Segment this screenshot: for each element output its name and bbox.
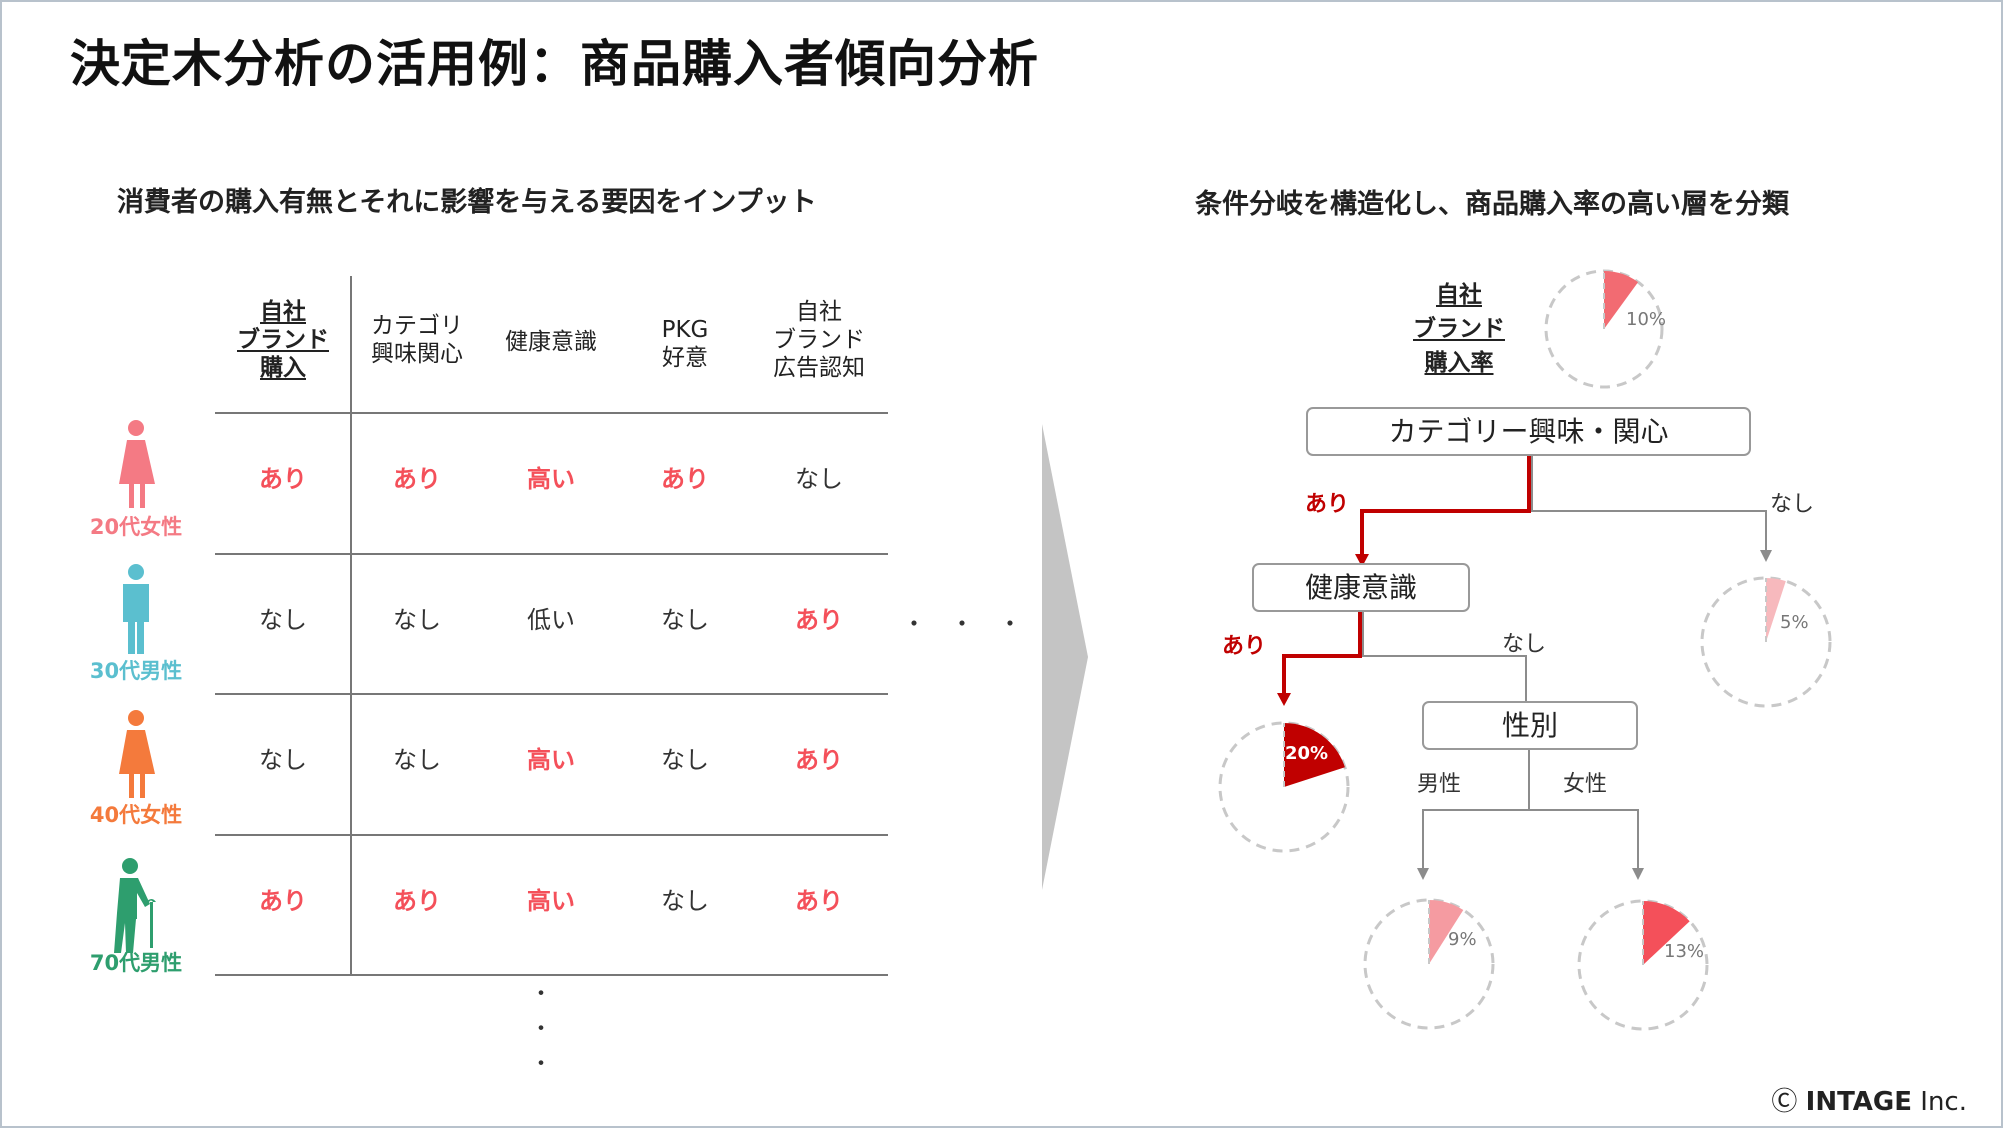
tree-red-arrowheads — [1277, 554, 1369, 706]
pie-category-no-outline — [1700, 576, 1832, 708]
tree-red-edges — [1282, 456, 1531, 695]
elderly-man-with-cane-icon — [114, 858, 156, 953]
column-header-brand-purchase: 自社 ブランド 購入 — [237, 299, 329, 381]
edge-label-category-no: なし — [1770, 492, 1815, 517]
table-rule — [215, 412, 888, 414]
table-cell: なし — [661, 606, 709, 634]
table-cell: あり — [661, 465, 709, 493]
edge-label-female: 女性 — [1563, 772, 1608, 797]
left-heading: 消費者の購入有無とそれに影響を与える要因をインプット — [117, 187, 817, 218]
more-rows-ellipsis: ・ ・ ・ — [530, 982, 553, 1077]
pie-health-yes-slice — [1284, 723, 1345, 787]
edge-label-male: 男性 — [1417, 772, 1462, 797]
row-label-30s-male: 30代男性 — [89, 659, 183, 683]
pie-label-female: 13% — [1664, 941, 1705, 962]
right-heading: 条件分岐を構造化し、商品購入率の高い層を分類 — [1195, 189, 1789, 220]
pie-female-slice — [1643, 901, 1690, 965]
tree-node-category-interest: カテゴリー興味・関心 — [1306, 407, 1751, 456]
pie-label-male: 9% — [1448, 929, 1477, 950]
pie-charts — [1218, 269, 1832, 1031]
table-cell: なし — [393, 606, 441, 634]
pie-female-outline — [1577, 899, 1709, 1031]
woman-icon — [119, 420, 155, 508]
table-cell: あり — [795, 746, 843, 774]
edge-label-category-yes: あり — [1305, 492, 1350, 517]
row-label-20s-female: 20代女性 — [89, 515, 183, 539]
column-header-category-interest: カテゴリ 興味関心 — [371, 313, 463, 367]
page-title: 決定木分析の活用例：商品購入者傾向分析 — [70, 35, 1039, 93]
row-label-70s-male: 70代男性 — [89, 951, 183, 975]
table-rule — [215, 974, 888, 976]
woman-icon — [119, 710, 155, 798]
tree-node-gender: 性別 — [1422, 701, 1638, 750]
man-icon — [123, 564, 149, 654]
tree-grey-arrowheads — [1417, 550, 1772, 880]
table-cell: なし — [661, 746, 709, 774]
table-cell: あり — [259, 465, 307, 493]
table-cell: 低い — [527, 606, 575, 634]
pie-overall-slice — [1604, 271, 1639, 329]
table-cell: なし — [259, 746, 307, 774]
table-cell: あり — [259, 887, 307, 915]
pie-label-category-no: 5% — [1780, 612, 1809, 633]
pie-label-overall: 10% — [1626, 309, 1667, 330]
table-cell: あり — [393, 887, 441, 915]
pie-category-no-slice — [1766, 577, 1786, 642]
row-label-40s-female: 40代女性 — [89, 803, 183, 827]
pie-male-outline — [1363, 898, 1495, 1030]
table-divider-vertical — [350, 276, 352, 976]
tree-grey-edges — [1362, 456, 1767, 870]
table-cell: なし — [661, 887, 709, 915]
pie-health-yes-outline — [1218, 721, 1350, 853]
pie-male-slice — [1429, 900, 1464, 964]
edge-label-health-no: なし — [1502, 632, 1547, 657]
table-cell: なし — [795, 465, 843, 493]
column-header-package-liking: PKG 好意 — [661, 317, 709, 371]
table-rule — [215, 834, 888, 836]
edge-label-health-yes: あり — [1222, 634, 1267, 659]
table-rule — [215, 553, 888, 555]
table-cell: 高い — [527, 887, 575, 915]
more-columns-ellipsis: ・・・ — [902, 610, 1046, 638]
copyright: Ⓒ INTAGE Inc. — [1771, 1087, 1967, 1117]
table-cell: 高い — [527, 746, 575, 774]
table-cell: なし — [259, 606, 307, 634]
table-cell: あり — [795, 606, 843, 634]
tree-target-label: 自社 ブランド 購入率 — [1413, 282, 1505, 376]
table-cell: 高い — [527, 465, 575, 493]
column-header-health-awareness: 健康意識 — [505, 329, 597, 355]
column-header-ad-awareness: 自社 ブランド 広告認知 — [773, 299, 865, 381]
flow-arrow — [1042, 424, 1088, 890]
pie-label-health-yes: 20% — [1285, 743, 1329, 764]
table-rule — [215, 693, 888, 695]
table-cell: なし — [393, 746, 441, 774]
tree-node-health-awareness: 健康意識 — [1252, 563, 1470, 612]
table-cell: あり — [795, 887, 843, 915]
table-cell: あり — [393, 465, 441, 493]
